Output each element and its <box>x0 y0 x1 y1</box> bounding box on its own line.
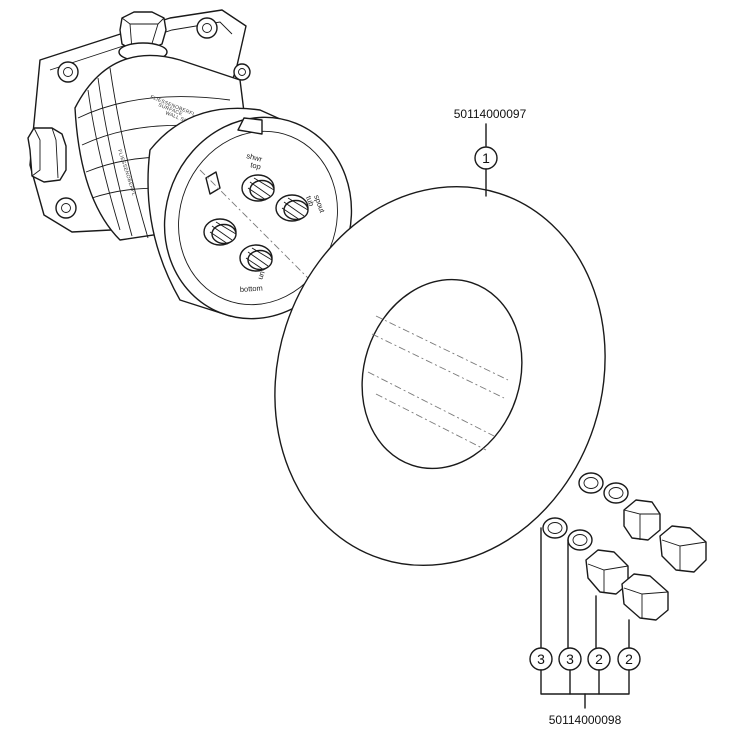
hex-plug-d <box>621 573 669 621</box>
callout-number-2b: 2 <box>625 651 633 667</box>
kit-bracket-ties <box>569 669 600 709</box>
hex-plug-a <box>623 499 661 541</box>
hidden-line-3 <box>367 371 495 437</box>
hidden-line-4 <box>375 393 487 451</box>
rough-in-valve-body: FLIESSENOBERFL SURFACE WALL SURFACE FLIE… <box>27 9 361 331</box>
escutcheon-inner-opening <box>361 278 523 470</box>
escutcheon-plate <box>274 185 606 567</box>
hex-plug-b <box>659 525 707 573</box>
callout-2b: 2 <box>617 647 641 671</box>
kit-bracket <box>540 669 630 695</box>
washer-c <box>542 517 568 539</box>
callout-number-2a: 2 <box>595 651 603 667</box>
callout-3a: 3 <box>529 647 553 671</box>
valve-ribs <box>77 67 231 239</box>
washer-d <box>567 529 593 551</box>
callout-1: 50114000097 1 <box>454 107 527 197</box>
outlet-port-bottom <box>239 244 273 272</box>
outlet-port-shower-top <box>241 174 275 202</box>
label-shower-top-2: top <box>250 160 262 171</box>
label-bottom-1: un <box>255 270 266 281</box>
outlet-port-left <box>203 218 237 246</box>
flange-holes <box>55 17 251 219</box>
outlet-port-tub-spout <box>275 194 309 222</box>
part-number-escutcheon: 50114000097 <box>454 107 527 121</box>
hidden-line-1 <box>375 315 509 381</box>
part-number-plug-kit: 50114000098 <box>549 713 622 727</box>
label-shower-top-1: shwr <box>246 151 264 164</box>
hidden-line-2 <box>371 333 505 399</box>
guard-notch-top <box>237 117 263 135</box>
callout-number-1: 1 <box>482 150 490 166</box>
callout-number-3a: 3 <box>537 651 545 667</box>
callout-3b: 3 <box>558 647 582 671</box>
top-inlet-fitting <box>118 11 168 62</box>
label-tub-spout-1: tub <box>304 195 316 208</box>
washer-b <box>603 482 629 504</box>
callout-2a: 2 <box>587 647 611 671</box>
callout-number-3b: 3 <box>566 651 574 667</box>
plug-kit: 3 3 2 2 50114000098 <box>529 472 707 727</box>
washer-a <box>578 472 604 494</box>
label-bottom-2: bottom <box>240 283 264 294</box>
left-inlet-fitting <box>27 127 67 183</box>
